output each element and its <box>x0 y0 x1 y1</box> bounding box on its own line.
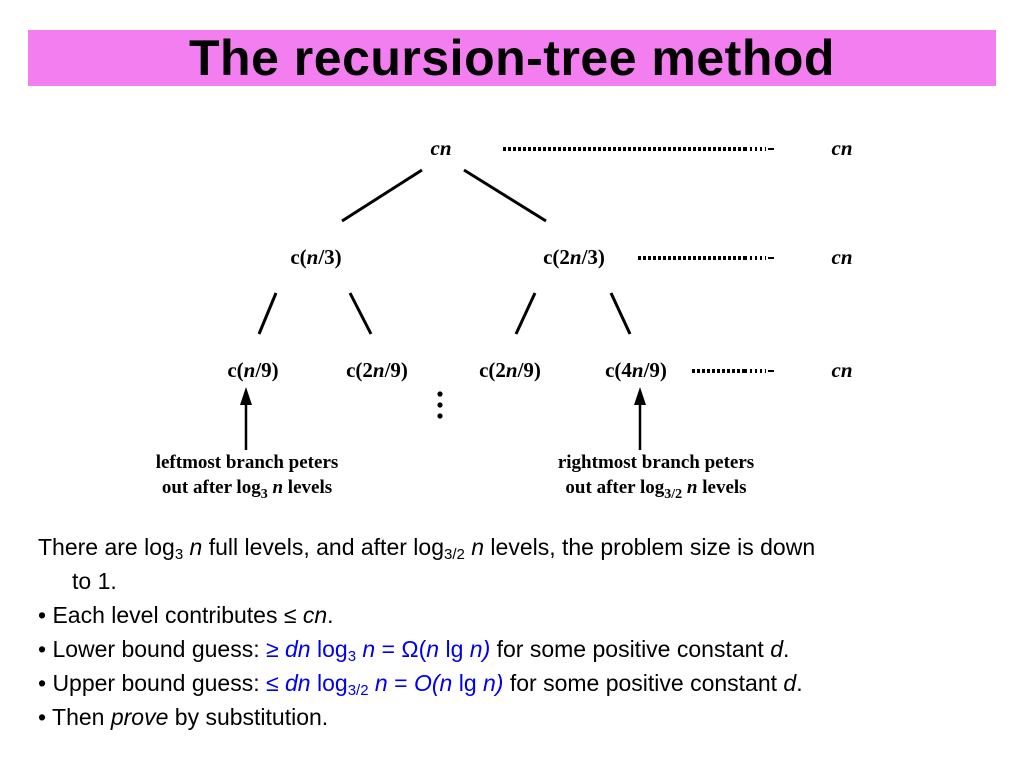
level-cost-1: cn <box>832 245 853 269</box>
bullet-lower-bound: • Lower bound guess: ≥ dn log3 n = Ω(n l… <box>38 636 790 665</box>
level-cost-2: cn <box>832 358 853 382</box>
level-cost-0: cn <box>832 136 853 160</box>
right-arrow <box>634 387 646 450</box>
left-caption-line1: leftmost branch peters <box>156 452 339 473</box>
bullet-upper-bound: • Upper bound guess: ≤ dn log3/2 n = O(n… <box>38 670 803 699</box>
left-caption-line2: out after log3 n levels <box>162 477 332 502</box>
tree-node-level1: c(n/3) <box>290 245 341 269</box>
recursion-tree-diagram: cn c(n/3) c(2n/3) c(n/9) c(2n/9) c(2n/9)… <box>156 136 853 502</box>
tree-node-level2: c(4n/9) <box>605 358 667 382</box>
tree-node-level2: c(n/9) <box>227 358 278 382</box>
tree-edge <box>341 168 423 223</box>
slide-body: There are log3 n full levels, and after … <box>38 530 1008 734</box>
bullet-each-level: • Each level contributes ≤ cn. <box>38 602 334 628</box>
tree-edge <box>257 292 278 335</box>
title-bar: The recursion-tree method <box>28 30 996 86</box>
vertical-ellipsis <box>437 391 443 419</box>
tree-edge <box>348 292 373 335</box>
tree-edge <box>609 292 632 335</box>
bullet-prove: • Then prove by substitution. <box>38 704 329 730</box>
tree-edge <box>514 292 537 335</box>
tree-root-node: cn <box>431 136 452 160</box>
left-arrow <box>240 387 252 450</box>
tree-node-level1: c(2n/3) <box>543 245 605 269</box>
right-caption-line2: out after log3/2 n levels <box>565 477 746 502</box>
tree-edge <box>463 168 547 223</box>
slide-title: The recursion-tree method <box>189 30 835 86</box>
tree-node-level2: c(2n/9) <box>346 358 408 382</box>
paragraph-levels: There are log3 n full levels, and after … <box>38 534 816 594</box>
tree-node-level2: c(2n/9) <box>479 358 541 382</box>
right-caption-line1: rightmost branch peters <box>558 452 754 473</box>
